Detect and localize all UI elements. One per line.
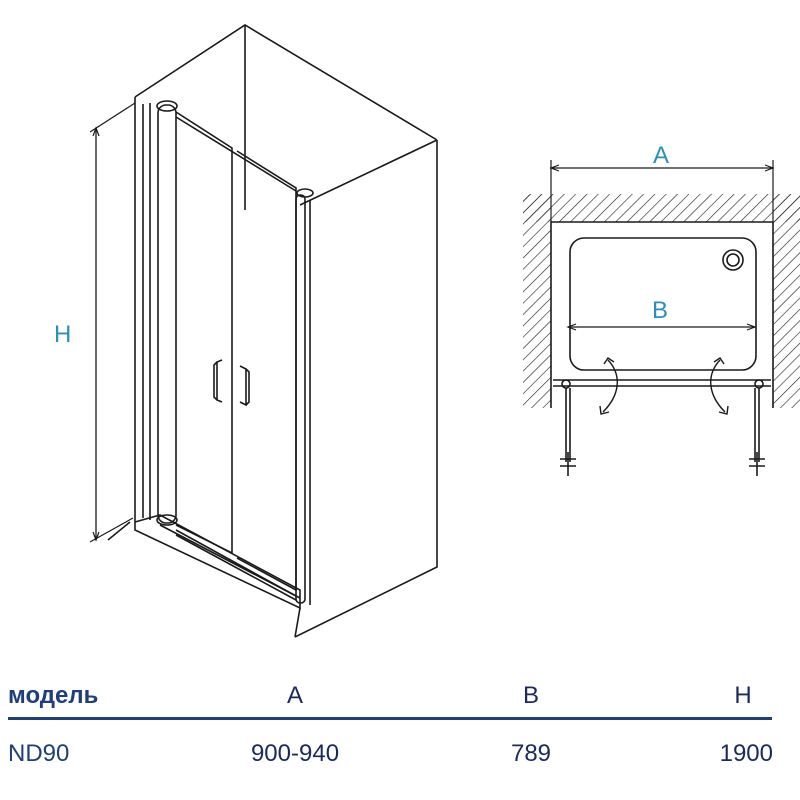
model-value: ND90	[8, 740, 70, 767]
floor-line	[107, 521, 131, 541]
a-column-header: A	[286, 682, 304, 709]
drain-inner	[726, 253, 740, 267]
isometric-view	[89, 24, 438, 638]
width-a-label: A	[653, 142, 669, 169]
b-column-header: B	[522, 682, 540, 709]
right-wall-profile	[295, 194, 306, 604]
top-hinge-cap	[156, 100, 178, 112]
left-wall-hatch	[523, 194, 551, 408]
door-bottom-rail	[175, 529, 297, 597]
shower-door-drawing: H	[54, 24, 800, 638]
left-hinge-profile	[157, 104, 177, 524]
right-top-cap	[296, 188, 314, 198]
model-column-header: модель	[8, 682, 99, 709]
wall-inner-outline	[550, 221, 774, 408]
left-door-panel	[175, 111, 233, 555]
width-a-arrow-right	[764, 164, 775, 172]
right-door-panel	[236, 150, 297, 592]
floor-line-right	[294, 607, 301, 638]
back-wall-outline	[134, 24, 438, 141]
door-top-rail	[175, 116, 297, 192]
height-arrow-bottom	[92, 531, 100, 542]
door-bottom-rail-2	[175, 534, 297, 601]
width-b-arrow-left	[566, 323, 577, 331]
height-label: H	[54, 321, 71, 348]
shower-tray-plan	[569, 237, 757, 371]
width-b-arrow-right	[746, 323, 757, 331]
table-header-rule	[8, 717, 772, 720]
left-leaf-handle	[560, 452, 576, 476]
right-swing-arrowhead-top	[713, 357, 725, 365]
left-door-handle	[213, 359, 223, 403]
width-b-label: B	[652, 297, 668, 324]
width-a-arrow-left	[549, 164, 560, 172]
height-arrow-top	[92, 126, 100, 137]
right-swing-arrowhead-bottom	[718, 405, 729, 415]
h-value: 1900	[719, 740, 773, 767]
right-wall-outline	[294, 140, 438, 638]
h-column-header: H	[734, 682, 752, 709]
left-swing-arrow	[602, 359, 618, 413]
bottom-hinge-cap	[156, 514, 178, 526]
height-ext-top	[89, 102, 136, 133]
a-value: 900-940	[250, 740, 340, 767]
drain-outer	[722, 249, 744, 271]
right-wall-inner-edge	[299, 139, 438, 206]
right-wall-hatch	[773, 194, 800, 408]
left-swing-arrowhead-bottom	[599, 405, 610, 415]
spec-table: модель A B H ND90 900-940 789 1900	[0, 670, 800, 800]
plan-view	[523, 160, 800, 476]
right-door-handle	[239, 365, 250, 407]
back-wall-hatch	[523, 194, 800, 222]
right-leaf-handle	[749, 452, 765, 476]
left-swing-arrowhead-top	[603, 357, 615, 365]
shower-tray-outline	[134, 514, 301, 610]
b-value: 789	[510, 740, 552, 767]
right-swing-arrow	[710, 359, 726, 413]
